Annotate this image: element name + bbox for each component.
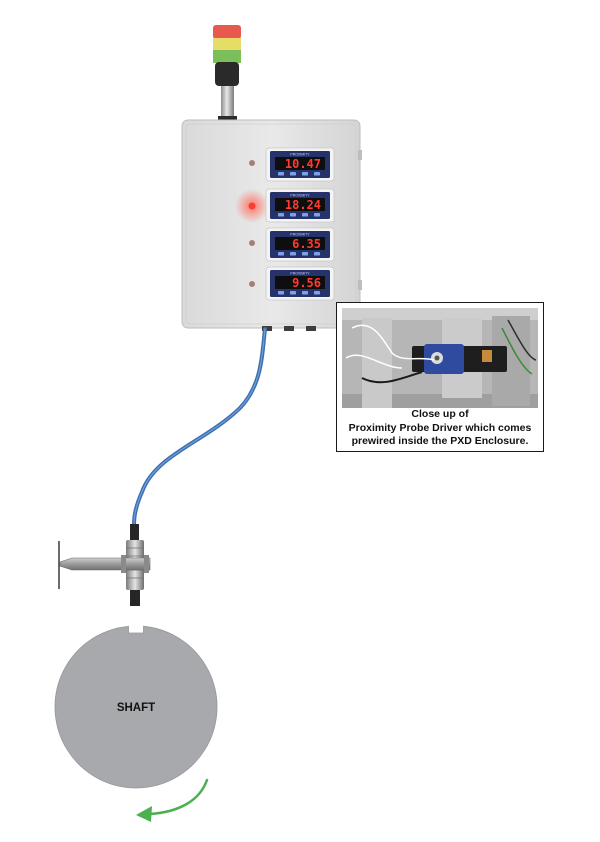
stack-light-mount	[218, 116, 237, 122]
mounting-bracket	[58, 541, 151, 589]
meter-key-button[interactable]	[302, 213, 308, 217]
probe-driver-module	[424, 344, 464, 374]
meter-reading: 9.56	[292, 276, 321, 290]
stack-light-green	[213, 50, 241, 63]
digital-meters: PROXIMITY10.47PROXIMITY18.24PROXIMITY6.3…	[265, 147, 335, 301]
meter-key-button[interactable]	[314, 252, 320, 256]
status-led-active	[248, 202, 256, 210]
stack-light	[213, 25, 241, 122]
meter-key-button[interactable]	[278, 213, 284, 217]
indicator-leds	[235, 160, 269, 287]
meter-header-label: PROXIMITY	[290, 153, 310, 157]
rotation-arrow	[136, 778, 209, 822]
status-led	[249, 281, 255, 287]
meter-key-button[interactable]	[314, 213, 320, 217]
meter-reading: 6.35	[292, 237, 321, 251]
shaft: SHAFT	[54, 625, 218, 789]
status-led	[249, 240, 255, 246]
meter-key-button[interactable]	[290, 252, 296, 256]
meter-key-button[interactable]	[302, 291, 308, 295]
probe-driver-photo	[342, 308, 538, 408]
shaft-disc	[54, 625, 218, 789]
meter-header-label: PROXIMITY	[290, 272, 310, 276]
status-led	[249, 160, 255, 166]
probe-tip	[130, 590, 140, 606]
callout-caption: Close up of Proximity Probe Driver which…	[337, 408, 543, 449]
probe-cable-boot	[130, 524, 139, 542]
stack-light-red	[213, 25, 241, 39]
meter-key-button[interactable]	[314, 291, 320, 295]
meter-key-button[interactable]	[302, 252, 308, 256]
meter-key-button[interactable]	[278, 252, 284, 256]
callout-line-3: prewired inside the PXD Enclosure.	[351, 435, 529, 447]
stack-light-pole	[221, 86, 234, 118]
probe-driver-callout: Close up of Proximity Probe Driver which…	[336, 302, 544, 452]
meter-reading: 10.47	[285, 157, 321, 171]
stack-light-base	[215, 62, 239, 86]
meter-header-label: PROXIMITY	[290, 194, 310, 198]
shaft-label: SHAFT	[117, 702, 155, 714]
stack-light-yellow	[213, 38, 241, 51]
meter-key-button[interactable]	[302, 172, 308, 176]
meter-header-label: PROXIMITY	[290, 233, 310, 237]
meter-key-button[interactable]	[290, 213, 296, 217]
meter-key-button[interactable]	[278, 172, 284, 176]
callout-line-1: Close up of	[411, 408, 469, 420]
probe-cable	[132, 327, 267, 528]
meter-key-button[interactable]	[290, 291, 296, 295]
rotation-arrowhead	[136, 806, 152, 822]
meter-key-button[interactable]	[290, 172, 296, 176]
meter-key-button[interactable]	[314, 172, 320, 176]
callout-line-2: Proximity Probe Driver which comes	[348, 421, 532, 434]
meter-reading: 18.24	[285, 198, 321, 212]
meter-key-button[interactable]	[278, 291, 284, 295]
